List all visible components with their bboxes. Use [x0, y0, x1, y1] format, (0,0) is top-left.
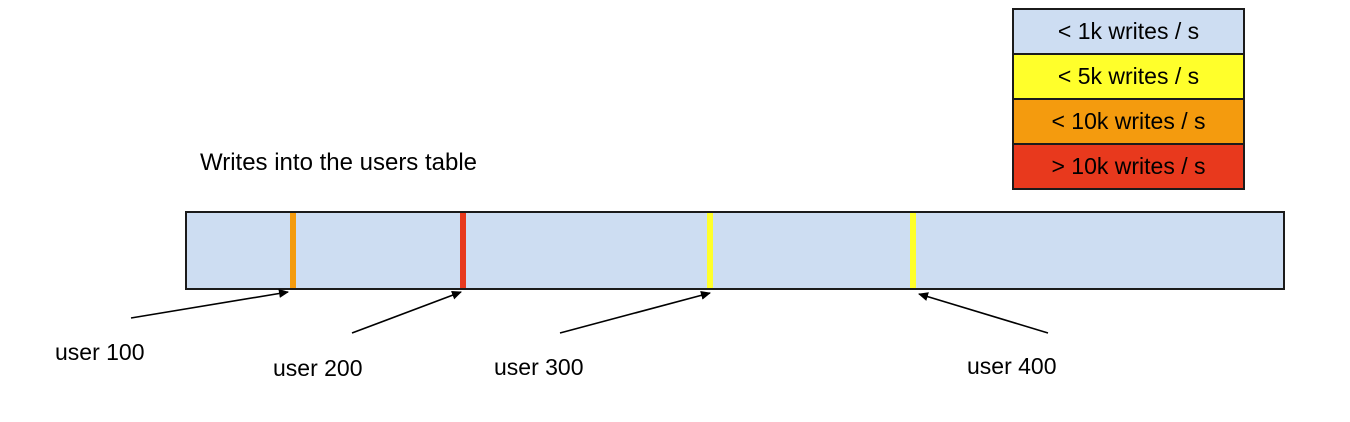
legend-row-lt-5k: < 5k writes / s: [1012, 53, 1245, 100]
arrow-user-300: [559, 290, 711, 334]
legend-label-lt-10k: < 10k writes / s: [1051, 108, 1206, 134]
users-table-bar: [185, 211, 1285, 290]
legend-label-lt-5k: < 5k writes / s: [1057, 63, 1200, 89]
arrow-user-400: [918, 292, 1049, 334]
arrow-user-100: [130, 289, 289, 319]
label-user-200: user 200: [273, 355, 363, 381]
label-user-300: user 300: [494, 354, 584, 380]
hotspot-tick-user-300: [707, 213, 713, 288]
label-user-400: user 400: [967, 353, 1057, 379]
legend-row-lt-10k: < 10k writes / s: [1012, 98, 1245, 145]
write-rate-legend: < 1k writes / s < 5k writes / s < 10k wr…: [1012, 8, 1245, 190]
label-user-100: user 100: [55, 339, 145, 365]
diagram-title: Writes into the users table: [200, 149, 478, 176]
hotspot-tick-user-200: [460, 213, 466, 288]
arrow-user-200: [351, 290, 462, 334]
hotspot-tick-user-100: [290, 213, 296, 288]
legend-row-lt-1k: < 1k writes / s: [1012, 8, 1245, 55]
legend-label-gt-10k: > 10k writes / s: [1051, 153, 1206, 179]
legend-row-gt-10k: > 10k writes / s: [1012, 143, 1245, 190]
hotspot-tick-user-400: [910, 213, 916, 288]
legend-label-lt-1k: < 1k writes / s: [1057, 18, 1200, 44]
